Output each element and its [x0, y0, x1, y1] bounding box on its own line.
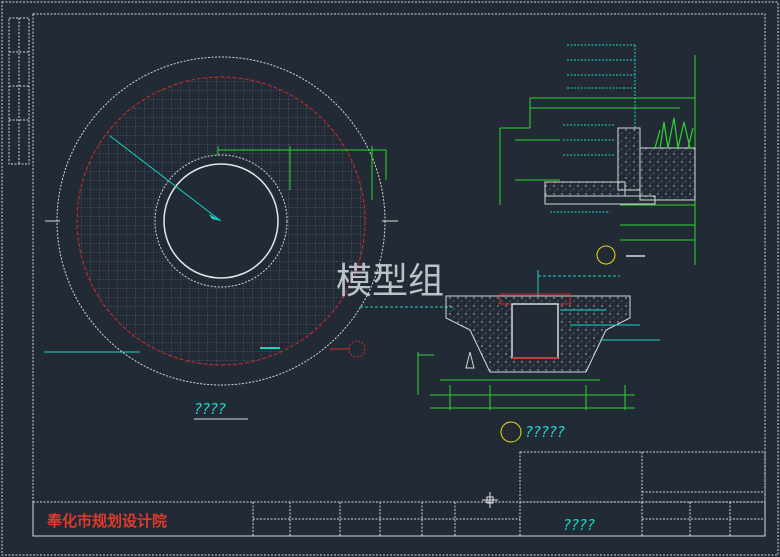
planter-cross-section — [360, 270, 660, 443]
wall-section-detail — [499, 44, 696, 265]
title-block-label: ???? — [563, 516, 595, 534]
circular-planter-plan — [44, 56, 398, 386]
watermark-text: 模型组 — [336, 261, 444, 302]
crosshair-cursor-icon — [482, 492, 498, 508]
section-view-label: ????? — [525, 423, 565, 441]
plan-view-label: ???? — [194, 400, 226, 418]
title-block — [32, 451, 766, 537]
design-institute-name: 奉化市规划设计院 — [46, 512, 167, 530]
